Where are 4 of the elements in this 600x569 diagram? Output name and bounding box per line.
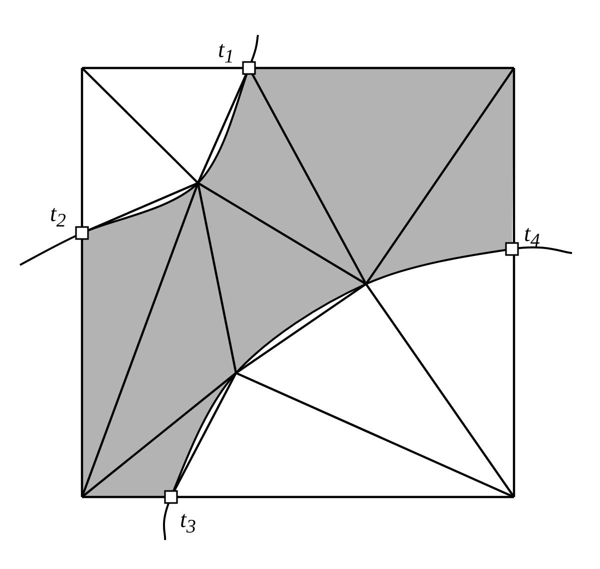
point-label: t$_{4}$: [524, 222, 540, 251]
point-label: t$_{3}$: [180, 508, 196, 537]
point-label: t$_{1}$: [218, 38, 234, 67]
point-label: t$_{2}$: [50, 202, 66, 231]
